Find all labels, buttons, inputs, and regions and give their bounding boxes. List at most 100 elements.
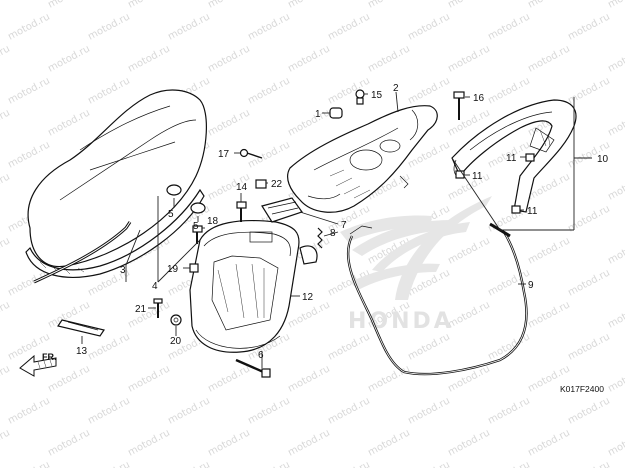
callout-20: 20 (170, 336, 182, 347)
watermark-text: motod.ru (0, 363, 12, 394)
callout-12: 12 (302, 292, 314, 303)
watermark-text: motod.ru (526, 43, 572, 74)
bolt-6 (235, 358, 271, 378)
callout-16: 16 (473, 93, 485, 104)
watermark-text: motod.ru (166, 459, 212, 468)
seat-part (25, 89, 207, 278)
watermark-text: motod.ru (526, 427, 572, 458)
rubber-cushion-5a (166, 184, 182, 196)
honda-logo-text: HONDA (348, 309, 454, 334)
screw-17 (239, 148, 263, 159)
watermark-text: motod.ru (46, 427, 92, 458)
watermark-text: motod.ru (46, 0, 92, 11)
watermark-text: motod.ru (126, 43, 172, 74)
watermark-text: motod.ru (126, 363, 172, 394)
watermark-text: motod.ru (206, 427, 252, 458)
watermark-text: motod.ru (286, 427, 332, 458)
watermark-text: motod.ru (526, 0, 572, 11)
watermark-text: motod.ru (406, 459, 452, 468)
watermark-text: motod.ru (46, 363, 92, 394)
seat-lock-cowl-part (287, 105, 438, 213)
watermark-text: motod.ru (126, 299, 172, 330)
callout-2: 2 (393, 83, 399, 94)
watermark-text: motod.ru (46, 107, 92, 138)
callout-7: 7 (341, 220, 347, 231)
front-label: FR. (42, 352, 57, 362)
collar-11a (525, 153, 535, 162)
watermark-text: motod.ru (246, 75, 292, 106)
collar-11c (511, 205, 521, 214)
watermark-text: motod.ru (86, 459, 132, 468)
grab-rail-part (451, 99, 577, 213)
rubber-cushion-5b (190, 202, 206, 214)
watermark-text: motod.ru (486, 331, 532, 362)
bolt-16 (453, 91, 465, 120)
callout-10: 10 (597, 154, 609, 165)
watermark-text: motod.ru (606, 171, 625, 202)
callout-15: 15 (371, 90, 383, 101)
watermark-text: motod.ru (46, 43, 92, 74)
watermark-text: motod.ru (206, 107, 252, 138)
bolt-18 (192, 225, 203, 244)
watermark-text: motod.ru (566, 11, 612, 42)
callout-14: 14 (236, 182, 248, 193)
watermark-text: motod.ru (566, 75, 612, 106)
watermark-text: motod.ru (606, 299, 625, 330)
nut-22 (255, 179, 267, 189)
callout-11b: 11 (472, 171, 483, 182)
callout-19: 19 (167, 264, 179, 275)
watermark-text: motod.ru (0, 107, 12, 138)
seat-trim-strip (33, 221, 132, 284)
watermark-text: motod.ru (286, 299, 332, 330)
watermark-text: motod.ru (6, 11, 52, 42)
watermark-text: motod.ru (126, 427, 172, 458)
watermark-text: motod.ru (406, 11, 452, 42)
bolt-21 (153, 298, 163, 318)
watermark-text: motod.ru (86, 11, 132, 42)
clip-15 (355, 89, 365, 105)
watermark-text: motod.ru (566, 331, 612, 362)
callout-9: 9 (528, 280, 534, 291)
watermark-text: motod.ru (326, 459, 372, 468)
watermark-text: motod.ru (326, 331, 372, 362)
watermark-text: motod.ru (446, 427, 492, 458)
watermark-text: motod.ru (0, 0, 12, 11)
watermark-text: motod.ru (366, 363, 412, 394)
watermark-text: motod.ru (446, 235, 492, 266)
callout-1: 1 (315, 109, 321, 120)
watermark-text: motod.ru (126, 0, 172, 11)
watermark-text: motod.ru (406, 395, 452, 426)
watermark-text: motod.ru (246, 395, 292, 426)
watermark-text: motod.ru (6, 395, 52, 426)
callout-21: 21 (135, 304, 147, 315)
watermark-text: motod.ru (166, 395, 212, 426)
watermark-text: motod.ru (6, 139, 52, 170)
watermark-text: motod.ru (86, 331, 132, 362)
watermark-text: motod.ru (286, 363, 332, 394)
watermark-text: motod.ru (6, 75, 52, 106)
watermark-text: motod.ru (606, 43, 625, 74)
watermark-text: motod.ru (606, 235, 625, 266)
watermark-text: motod.ru (526, 235, 572, 266)
callout-11c: 11 (527, 206, 538, 217)
watermark-text: motod.ru (326, 395, 372, 426)
watermark-text: motod.ru (326, 11, 372, 42)
callout-6: 6 (258, 350, 264, 361)
watermark-text: motod.ru (606, 427, 625, 458)
watermark-text: motod.ru (486, 395, 532, 426)
watermark-text: motod.ru (446, 43, 492, 74)
diagram-code: K017F2400 (560, 384, 604, 394)
watermark-text: motod.ru (0, 43, 12, 74)
watermark-text: motod.ru (246, 11, 292, 42)
watermark-text: motod.ru (486, 75, 532, 106)
watermark-text: motod.ru (206, 43, 252, 74)
watermark-text: motod.ru (366, 0, 412, 11)
seat-lock-7 (261, 197, 303, 223)
luggage-box-part (189, 220, 318, 353)
spring-8 (317, 227, 323, 249)
watermark-text: motod.ru (366, 43, 412, 74)
callout-17: 17 (218, 149, 230, 160)
bolt-19 (189, 263, 199, 273)
